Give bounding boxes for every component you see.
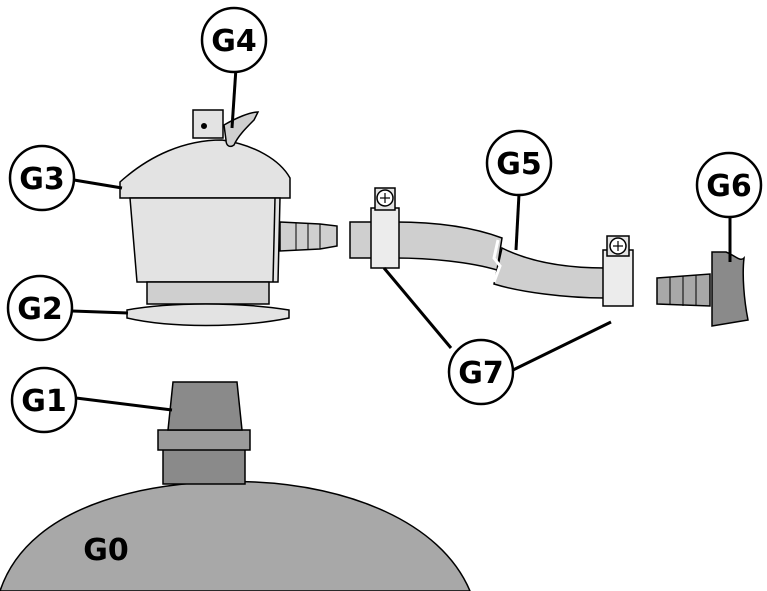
hose-clamp-left: [370, 187, 400, 269]
label-g5: G5: [485, 129, 553, 197]
label-g0-text: G0: [83, 533, 129, 568]
label-g6-text: G6: [706, 169, 752, 204]
cylinder-valve: [157, 381, 251, 485]
label-g7: G7: [447, 338, 515, 406]
label-g4-text: G4: [211, 24, 257, 59]
label-g1-text: G1: [21, 384, 67, 419]
hose-clamp-right: [602, 235, 634, 307]
label-g2: G2: [6, 274, 74, 342]
regulator-lever: [223, 111, 260, 148]
label-g0: G0: [83, 533, 129, 568]
label-g6: G6: [695, 151, 763, 219]
appliance-connector: [656, 251, 749, 327]
gas-hose: [349, 221, 606, 299]
regulator: [119, 109, 338, 283]
label-g4: G4: [200, 6, 268, 74]
label-g3-text: G3: [19, 162, 65, 197]
label-g2-text: G2: [17, 292, 63, 327]
coupling-nut: [126, 281, 290, 327]
label-g1: G1: [10, 366, 78, 434]
leader-lines: [71, 67, 732, 412]
gas-cylinder: [0, 480, 471, 591]
label-g5-text: G5: [496, 147, 542, 182]
label-g7-text: G7: [458, 356, 504, 391]
label-g3: G3: [8, 144, 76, 212]
